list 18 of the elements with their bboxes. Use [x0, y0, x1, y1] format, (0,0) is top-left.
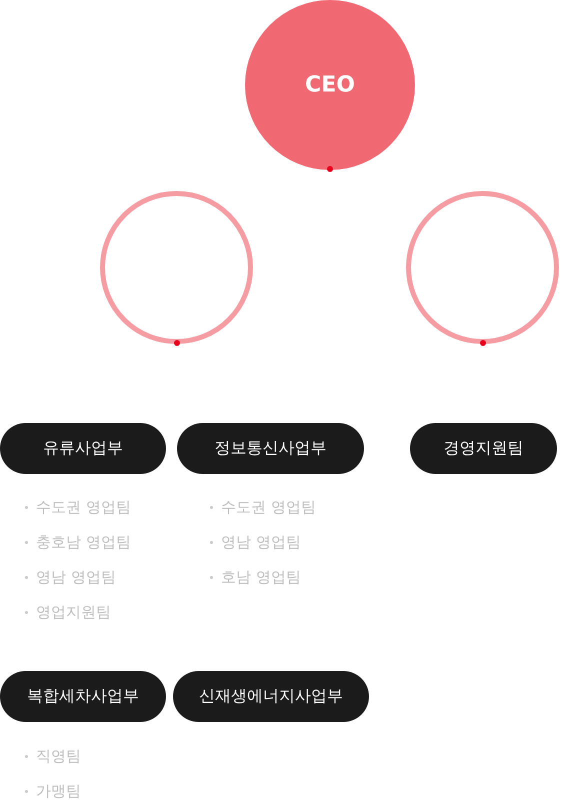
- department-pill: 정보통신사업부: [177, 423, 364, 474]
- team-name: 영남 영업팀: [221, 533, 301, 552]
- department-pill: 경영지원팀: [410, 423, 557, 474]
- empty-circle-node: [406, 191, 559, 344]
- empty-circle-node: [100, 191, 253, 344]
- team-name: 영업지원팀: [36, 603, 111, 622]
- department-pill: 유류사업부: [0, 423, 166, 474]
- team-name: 호남 영업팀: [221, 568, 301, 587]
- team-name: 영남 영업팀: [36, 568, 116, 587]
- node-title: CEO: [305, 72, 355, 98]
- department-pill: 신재생에너지사업부: [173, 671, 369, 722]
- team-name: 수도권 영업팀: [221, 498, 316, 517]
- team-name: 충호남 영업팀: [36, 533, 131, 552]
- org-circle: [245, 0, 415, 170]
- team-name: 직영팀: [36, 747, 81, 766]
- department-pill: 복합세차사업부: [0, 671, 166, 722]
- team-name: 가맹팀: [36, 782, 81, 801]
- team-name: 수도권 영업팀: [36, 498, 131, 517]
